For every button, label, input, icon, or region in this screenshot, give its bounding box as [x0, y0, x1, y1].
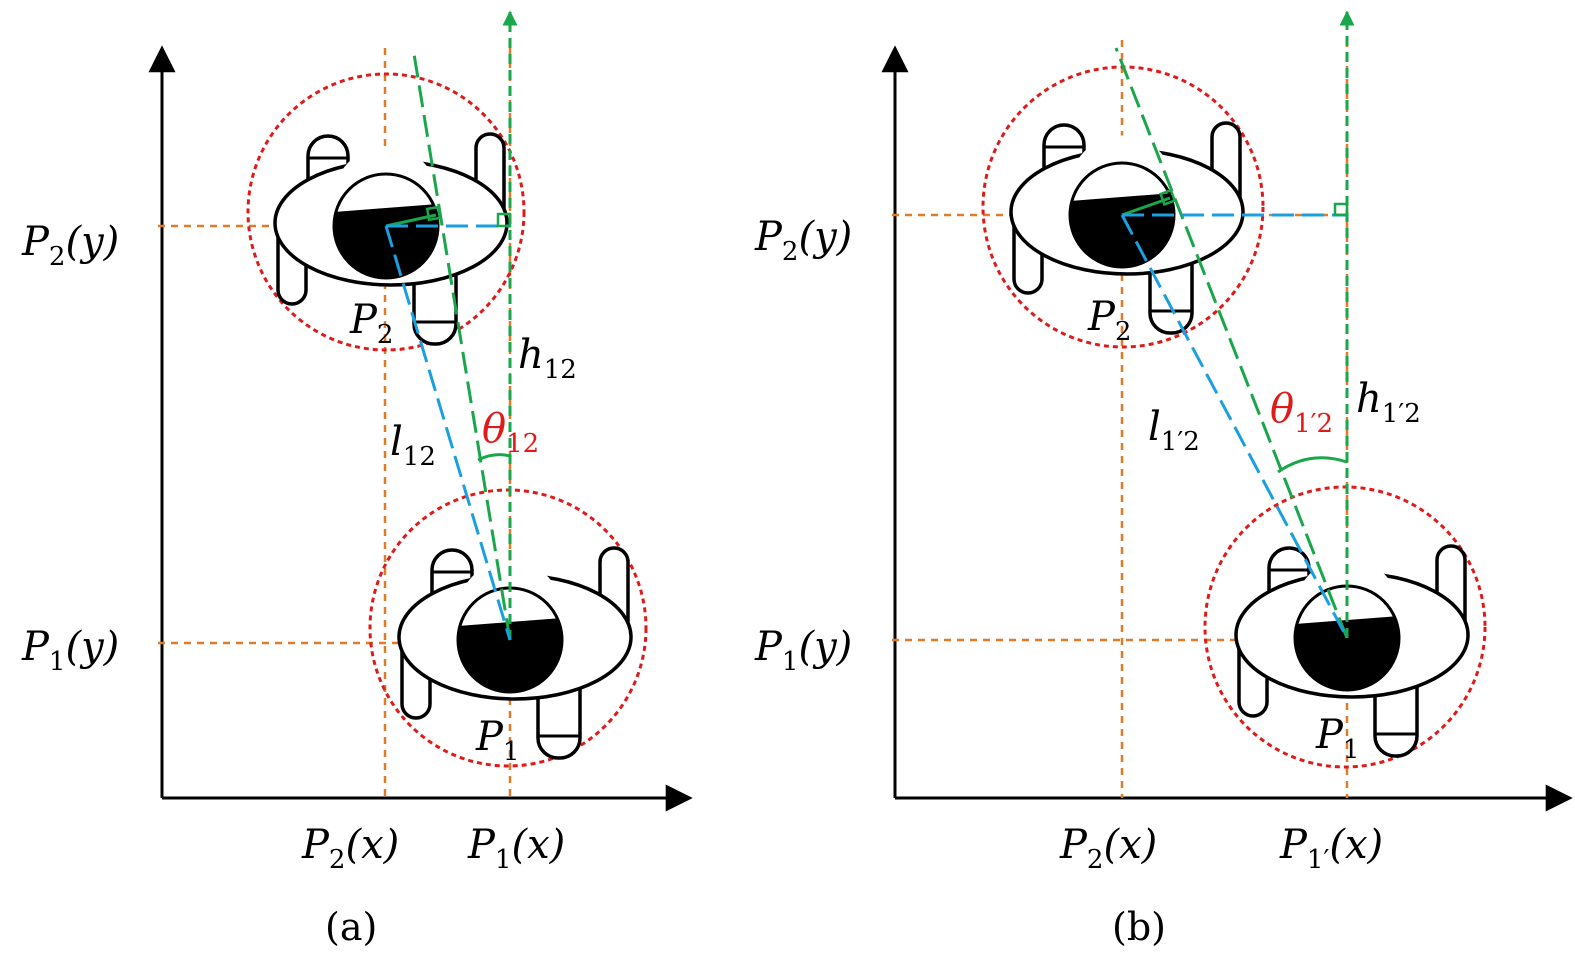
label-p2y: P2(y): [21, 219, 119, 272]
label-p1y: P1(y): [754, 624, 852, 677]
label-l: l12: [390, 419, 436, 472]
label-p1x: P1(x): [467, 822, 565, 875]
label-h: h1′2: [1356, 376, 1421, 429]
label-theta: θ1′2: [1270, 386, 1333, 439]
panel-a: P2(y) P1(y) P2(x) P1(x) P2 P1 h12 l12 θ1…: [21, 10, 693, 949]
range-circle-p1: [1203, 485, 1487, 769]
label-h: h12: [518, 332, 577, 385]
label-p1: P1: [475, 714, 519, 767]
caption-b: (b): [1112, 905, 1166, 949]
label-p2: P2: [349, 297, 393, 350]
range-circle-p1: [368, 488, 648, 768]
distance-line: [384, 225, 512, 641]
label-p2x: P2(x): [301, 822, 399, 875]
angle-arc: [477, 453, 511, 462]
label-p2x: P2(x): [1059, 822, 1157, 875]
label-l: l1′2: [1148, 404, 1200, 457]
heading-projection: [412, 53, 512, 641]
angle-arc: [1277, 456, 1348, 474]
range-circle-p2: [246, 72, 526, 352]
panel-b: P2(y) P1(y) P2(x) P1′(x) P2 P1 h1′2 l1′2…: [754, 10, 1573, 949]
label-p1y: P1(y): [21, 624, 119, 677]
label-p1x: P1′(x): [1279, 822, 1383, 875]
label-theta: θ12: [482, 406, 539, 459]
robot-p2: [246, 72, 526, 352]
distance-line: [1120, 214, 1349, 639]
label-p1: P1: [1315, 712, 1359, 765]
label-p2: P2: [1087, 294, 1131, 347]
heading-projection: [1114, 47, 1349, 639]
caption-a: (a): [325, 905, 377, 949]
robot-p1: [1203, 485, 1487, 769]
label-p2y: P2(y): [754, 214, 852, 267]
robot-p1: [368, 488, 648, 768]
